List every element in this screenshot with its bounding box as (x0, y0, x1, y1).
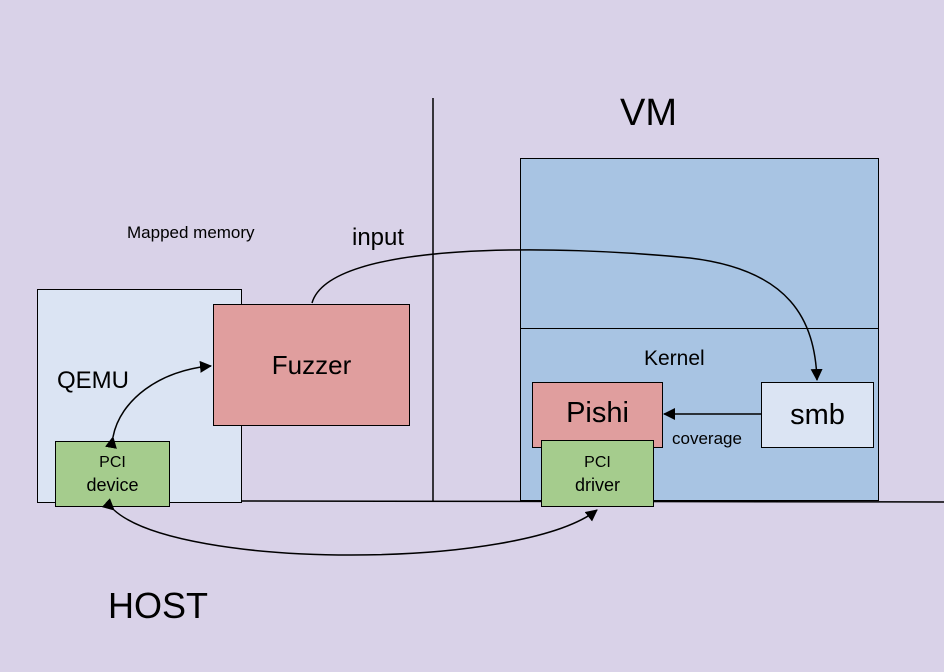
pishi-box: Pishi (532, 382, 663, 448)
mapped-memory-label: Mapped memory (127, 223, 255, 242)
pci-driver-line2: driver (574, 474, 620, 495)
qemu-label: QEMU (57, 367, 129, 394)
input-label: input (352, 224, 405, 251)
kernel-label: Kernel (644, 347, 705, 370)
smb-box: smb (761, 382, 874, 448)
smb-label: smb (790, 398, 845, 431)
vm-label: VM (620, 92, 677, 134)
coverage-label: coverage (672, 429, 742, 448)
host-label: HOST (108, 585, 209, 626)
pci-device-line2: device (86, 475, 139, 495)
pci-device-line1: PCI (99, 454, 126, 471)
fuzzer-label: Fuzzer (271, 349, 352, 380)
pishi-label: Pishi (566, 397, 629, 429)
fuzzer-box: Fuzzer (213, 304, 410, 426)
pci-driver-line1: PCI (584, 453, 611, 471)
pci-device-box: PCI device (55, 441, 170, 507)
pci-driver-box: PCI driver (541, 440, 654, 507)
kernel-divider (520, 328, 879, 329)
